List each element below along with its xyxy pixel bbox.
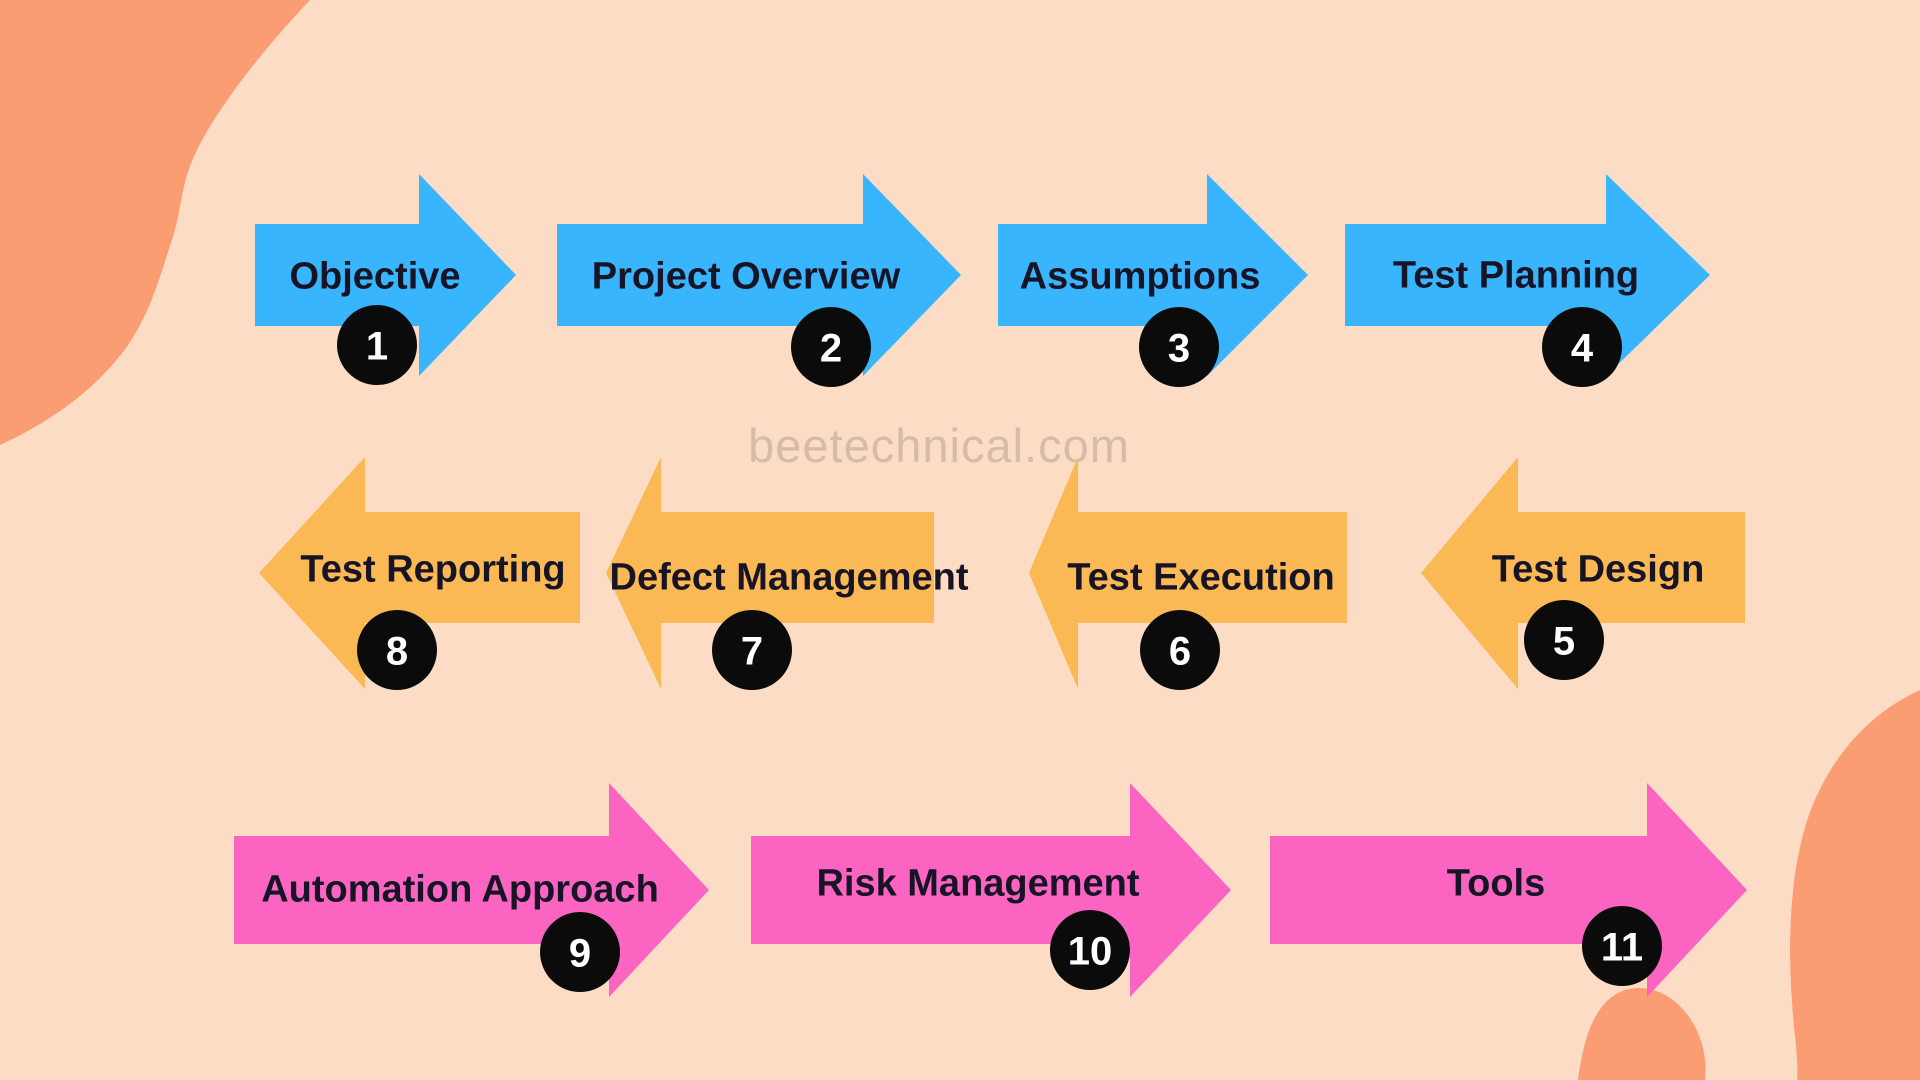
step-number-badge (357, 610, 437, 690)
step-label: Objective (289, 255, 460, 297)
step-number: 5 (1553, 619, 1575, 663)
arrow-assumptions (998, 174, 1308, 376)
watermark-text: beetechnical.com (748, 419, 1130, 472)
step-label: Test Reporting (300, 548, 565, 590)
step-8: Test Reporting 8 (259, 457, 580, 690)
step-number: 6 (1169, 629, 1191, 673)
step-number-badge (791, 307, 871, 387)
blob-bottom-finger (1578, 987, 1706, 1080)
step-6: Test Execution 6 (1029, 457, 1347, 690)
step-number-badge (1524, 600, 1604, 680)
step-number: 9 (569, 931, 591, 975)
step-11: Tools 11 (1270, 783, 1747, 997)
step-number: 3 (1168, 326, 1190, 370)
step-2: Project Overview 2 (557, 174, 961, 387)
arrow-test-execution (1029, 457, 1347, 689)
step-number: 10 (1068, 929, 1113, 973)
arrow-test-planning (1345, 174, 1710, 376)
arrow-test-reporting (259, 457, 580, 689)
step-number-badge (1542, 307, 1622, 387)
step-label: Automation Approach (261, 868, 659, 910)
step-3: Assumptions 3 (998, 174, 1308, 387)
step-label: Test Planning (1393, 254, 1639, 296)
step-5: Test Design 5 (1421, 457, 1745, 689)
arrow-test-design (1421, 457, 1745, 689)
step-number-badge (337, 305, 417, 385)
step-number-badge (540, 912, 620, 992)
step-label: Test Design (1492, 548, 1705, 590)
step-number: 11 (1601, 925, 1643, 969)
step-7: Defect Management 7 (606, 457, 969, 690)
step-label: Defect Management (610, 556, 969, 598)
step-label: Test Execution (1067, 556, 1334, 598)
blob-bottom-right (1790, 690, 1920, 1080)
step-number-badge (1050, 910, 1130, 990)
arrow-objective (255, 174, 516, 376)
step-number-badge (1139, 307, 1219, 387)
step-number: 8 (386, 629, 408, 673)
blob-top-left (0, 0, 310, 445)
step-label: Tools (1447, 862, 1546, 904)
step-10: Risk Management 10 (751, 783, 1231, 997)
step-number-badge (1140, 610, 1220, 690)
step-number-badge (1582, 906, 1662, 986)
step-number: 1 (366, 324, 388, 368)
step-label: Assumptions (1020, 255, 1261, 297)
step-9: Automation Approach 9 (234, 783, 709, 997)
step-label: Project Overview (592, 255, 901, 297)
step-number-badge (712, 610, 792, 690)
step-number: 4 (1571, 326, 1594, 370)
step-label: Risk Management (816, 862, 1139, 904)
step-1: Objective 1 (255, 174, 516, 385)
step-4: Test Planning 4 (1345, 174, 1710, 387)
step-number: 2 (820, 326, 842, 370)
arrow-defect-management (606, 457, 934, 689)
step-number: 7 (741, 629, 763, 673)
